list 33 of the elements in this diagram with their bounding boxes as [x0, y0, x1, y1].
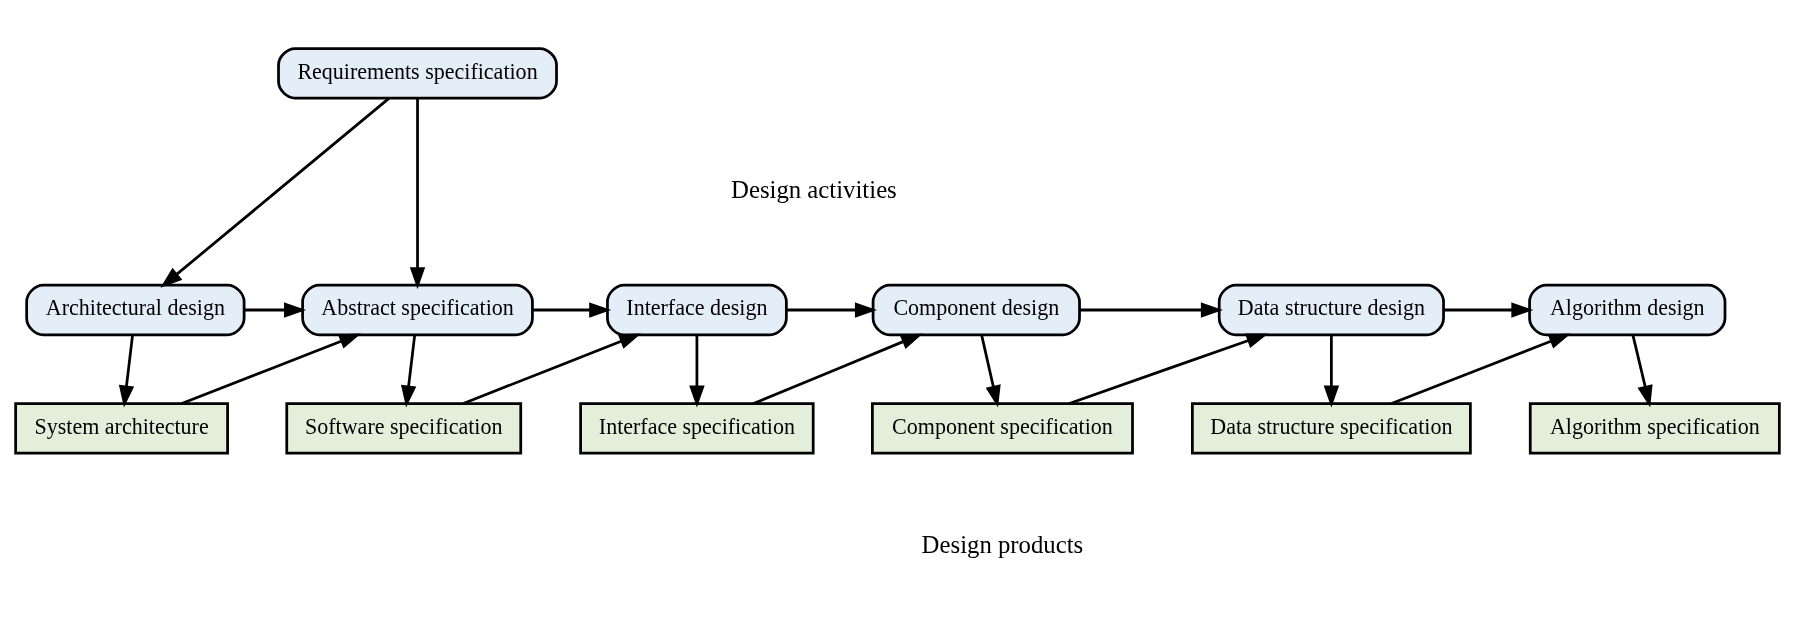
node-box: Data structure design: [1217, 283, 1445, 336]
arrow: [752, 332, 923, 405]
node-box: Architectural design: [24, 283, 245, 336]
node-box: Abstract specification: [300, 283, 534, 336]
node-box: Algorithm design: [1527, 283, 1726, 336]
arrow: [532, 301, 611, 318]
node-box: Algorithm specification: [1528, 401, 1781, 454]
node-box: Interface specification: [578, 401, 815, 454]
node-box: Component design: [871, 283, 1081, 336]
node-box: Interface design: [605, 283, 788, 336]
arrow: [1631, 334, 1653, 407]
node-box: Software specification: [284, 401, 522, 454]
arrow: [159, 96, 390, 288]
label: Design activities: [730, 175, 897, 203]
arrow: [1079, 301, 1223, 318]
node-box: Component specification: [870, 401, 1134, 454]
arrow: [462, 332, 641, 405]
arrow: [180, 332, 361, 405]
arrow: [409, 97, 425, 289]
arrow: [1323, 334, 1339, 408]
arrow: [979, 334, 1001, 407]
arrow: [400, 334, 416, 408]
arrow: [118, 334, 134, 408]
arrow: [785, 301, 877, 318]
node-box: Requirements specification: [276, 46, 558, 99]
arrow: [1443, 301, 1533, 318]
arrow: [1390, 332, 1571, 405]
label: Design products: [921, 530, 1083, 558]
node-box: System architecture: [13, 401, 229, 454]
node-box: Data structure specification: [1190, 401, 1472, 454]
arrow: [1068, 333, 1268, 405]
arrow: [688, 334, 705, 408]
arrow: [244, 301, 306, 318]
